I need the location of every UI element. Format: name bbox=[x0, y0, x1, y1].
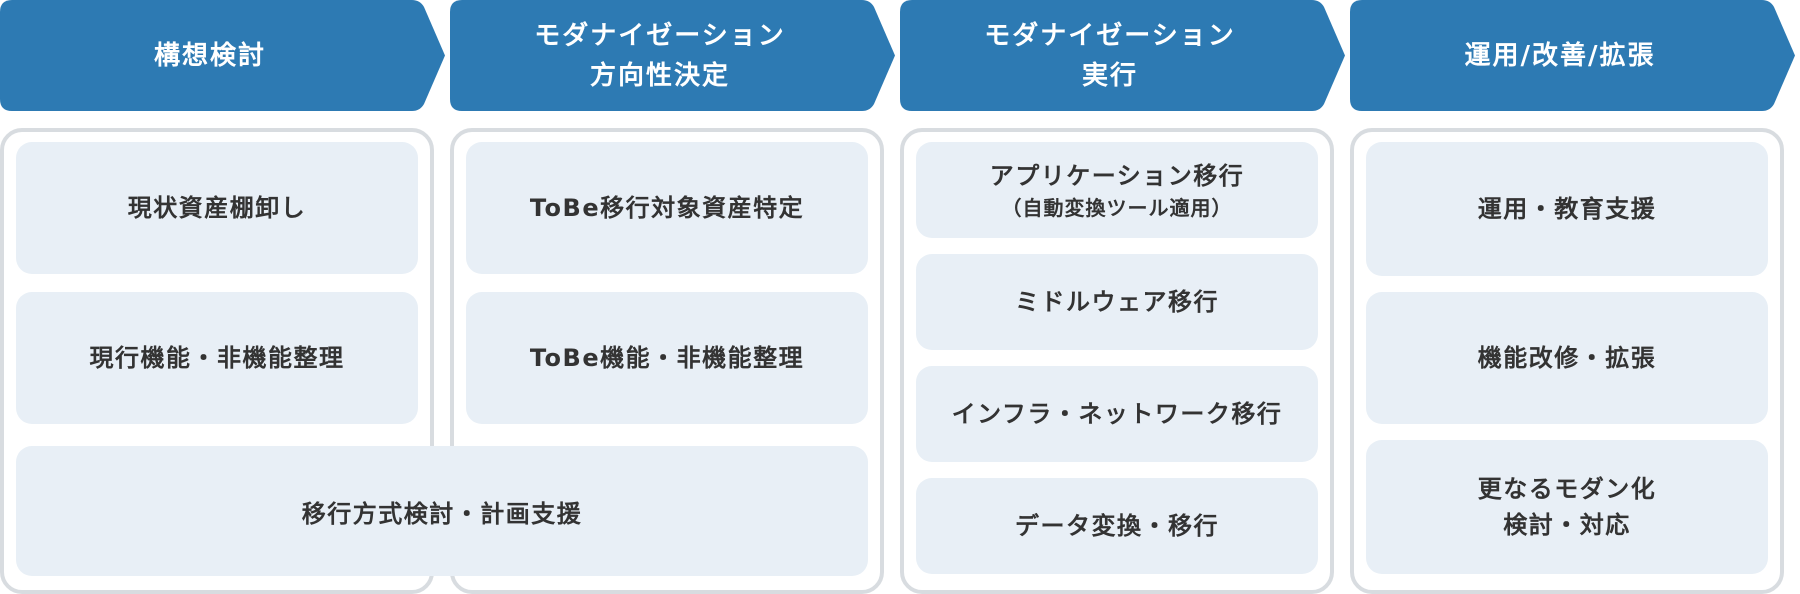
task-label: 運用・教育支援 bbox=[1477, 195, 1657, 223]
phase-panel-execution: アプリケーション移行 （自動変換ツール適用） ミドルウェア移行 インフラ・ネット… bbox=[900, 128, 1334, 594]
task-item: 更なるモダン化 検討・対応 bbox=[1366, 440, 1768, 574]
task-label: インフラ・ネットワーク移行 bbox=[951, 400, 1283, 428]
phase-title: 構想検討 bbox=[153, 40, 266, 71]
task-item: 現状資産棚卸し bbox=[16, 142, 418, 274]
task-item: 運用・教育支援 bbox=[1366, 142, 1768, 276]
phase-title-line2: 方向性決定 bbox=[589, 60, 730, 91]
task-item: ミドルウェア移行 bbox=[916, 254, 1318, 350]
task-label: 現状資産棚卸し bbox=[127, 194, 307, 222]
task-label: ToBe移行対象資産特定 bbox=[529, 194, 805, 222]
shared-task-item: 移行方式検討・計画支援 bbox=[16, 446, 868, 576]
phase-header-execution: モダナイゼーション 実行 bbox=[900, 0, 1345, 111]
task-item: ToBe機能・非機能整理 bbox=[466, 292, 868, 424]
phase-panel-operation: 運用・教育支援 機能改修・拡張 更なるモダン化 検討・対応 bbox=[1350, 128, 1784, 594]
task-label: アプリケーション移行 bbox=[989, 162, 1245, 190]
phase-header-direction: モダナイゼーション 方向性決定 bbox=[450, 0, 895, 111]
phase-title: 運用/改善/拡張 bbox=[1464, 40, 1656, 71]
task-sublabel: （自動変換ツール適用） bbox=[1001, 196, 1233, 220]
chevron-arrow-shape bbox=[450, 0, 895, 111]
task-item: データ変換・移行 bbox=[916, 478, 1318, 574]
phase-title-line1: モダナイゼーション bbox=[534, 20, 786, 51]
task-label-line1: 更なるモダン化 bbox=[1477, 475, 1657, 503]
task-label: 現行機能・非機能整理 bbox=[89, 344, 345, 372]
phase-header-operation: 運用/改善/拡張 bbox=[1350, 0, 1795, 111]
task-label: データ変換・移行 bbox=[1015, 512, 1219, 540]
task-label-line2: 検討・対応 bbox=[1503, 511, 1631, 539]
phase-title-line1: モダナイゼーション bbox=[984, 20, 1236, 51]
task-item: ToBe移行対象資産特定 bbox=[466, 142, 868, 274]
task-label: 移行方式検討・計画支援 bbox=[301, 499, 583, 528]
task-label: 機能改修・拡張 bbox=[1477, 344, 1657, 372]
chevron-arrow-shape bbox=[1350, 0, 1795, 111]
phase-title-line2: 実行 bbox=[1081, 60, 1138, 91]
task-item: 現行機能・非機能整理 bbox=[16, 292, 418, 424]
task-item: 機能改修・拡張 bbox=[1366, 292, 1768, 424]
chevron-arrow-shape bbox=[900, 0, 1345, 111]
task-label: ToBe機能・非機能整理 bbox=[529, 344, 805, 372]
task-item: アプリケーション移行 （自動変換ツール適用） bbox=[916, 142, 1318, 238]
chevron-arrow-shape bbox=[0, 0, 445, 111]
phase-header-concept: 構想検討 bbox=[0, 0, 445, 111]
task-label: ミドルウェア移行 bbox=[1015, 288, 1219, 316]
task-item: インフラ・ネットワーク移行 bbox=[916, 366, 1318, 462]
